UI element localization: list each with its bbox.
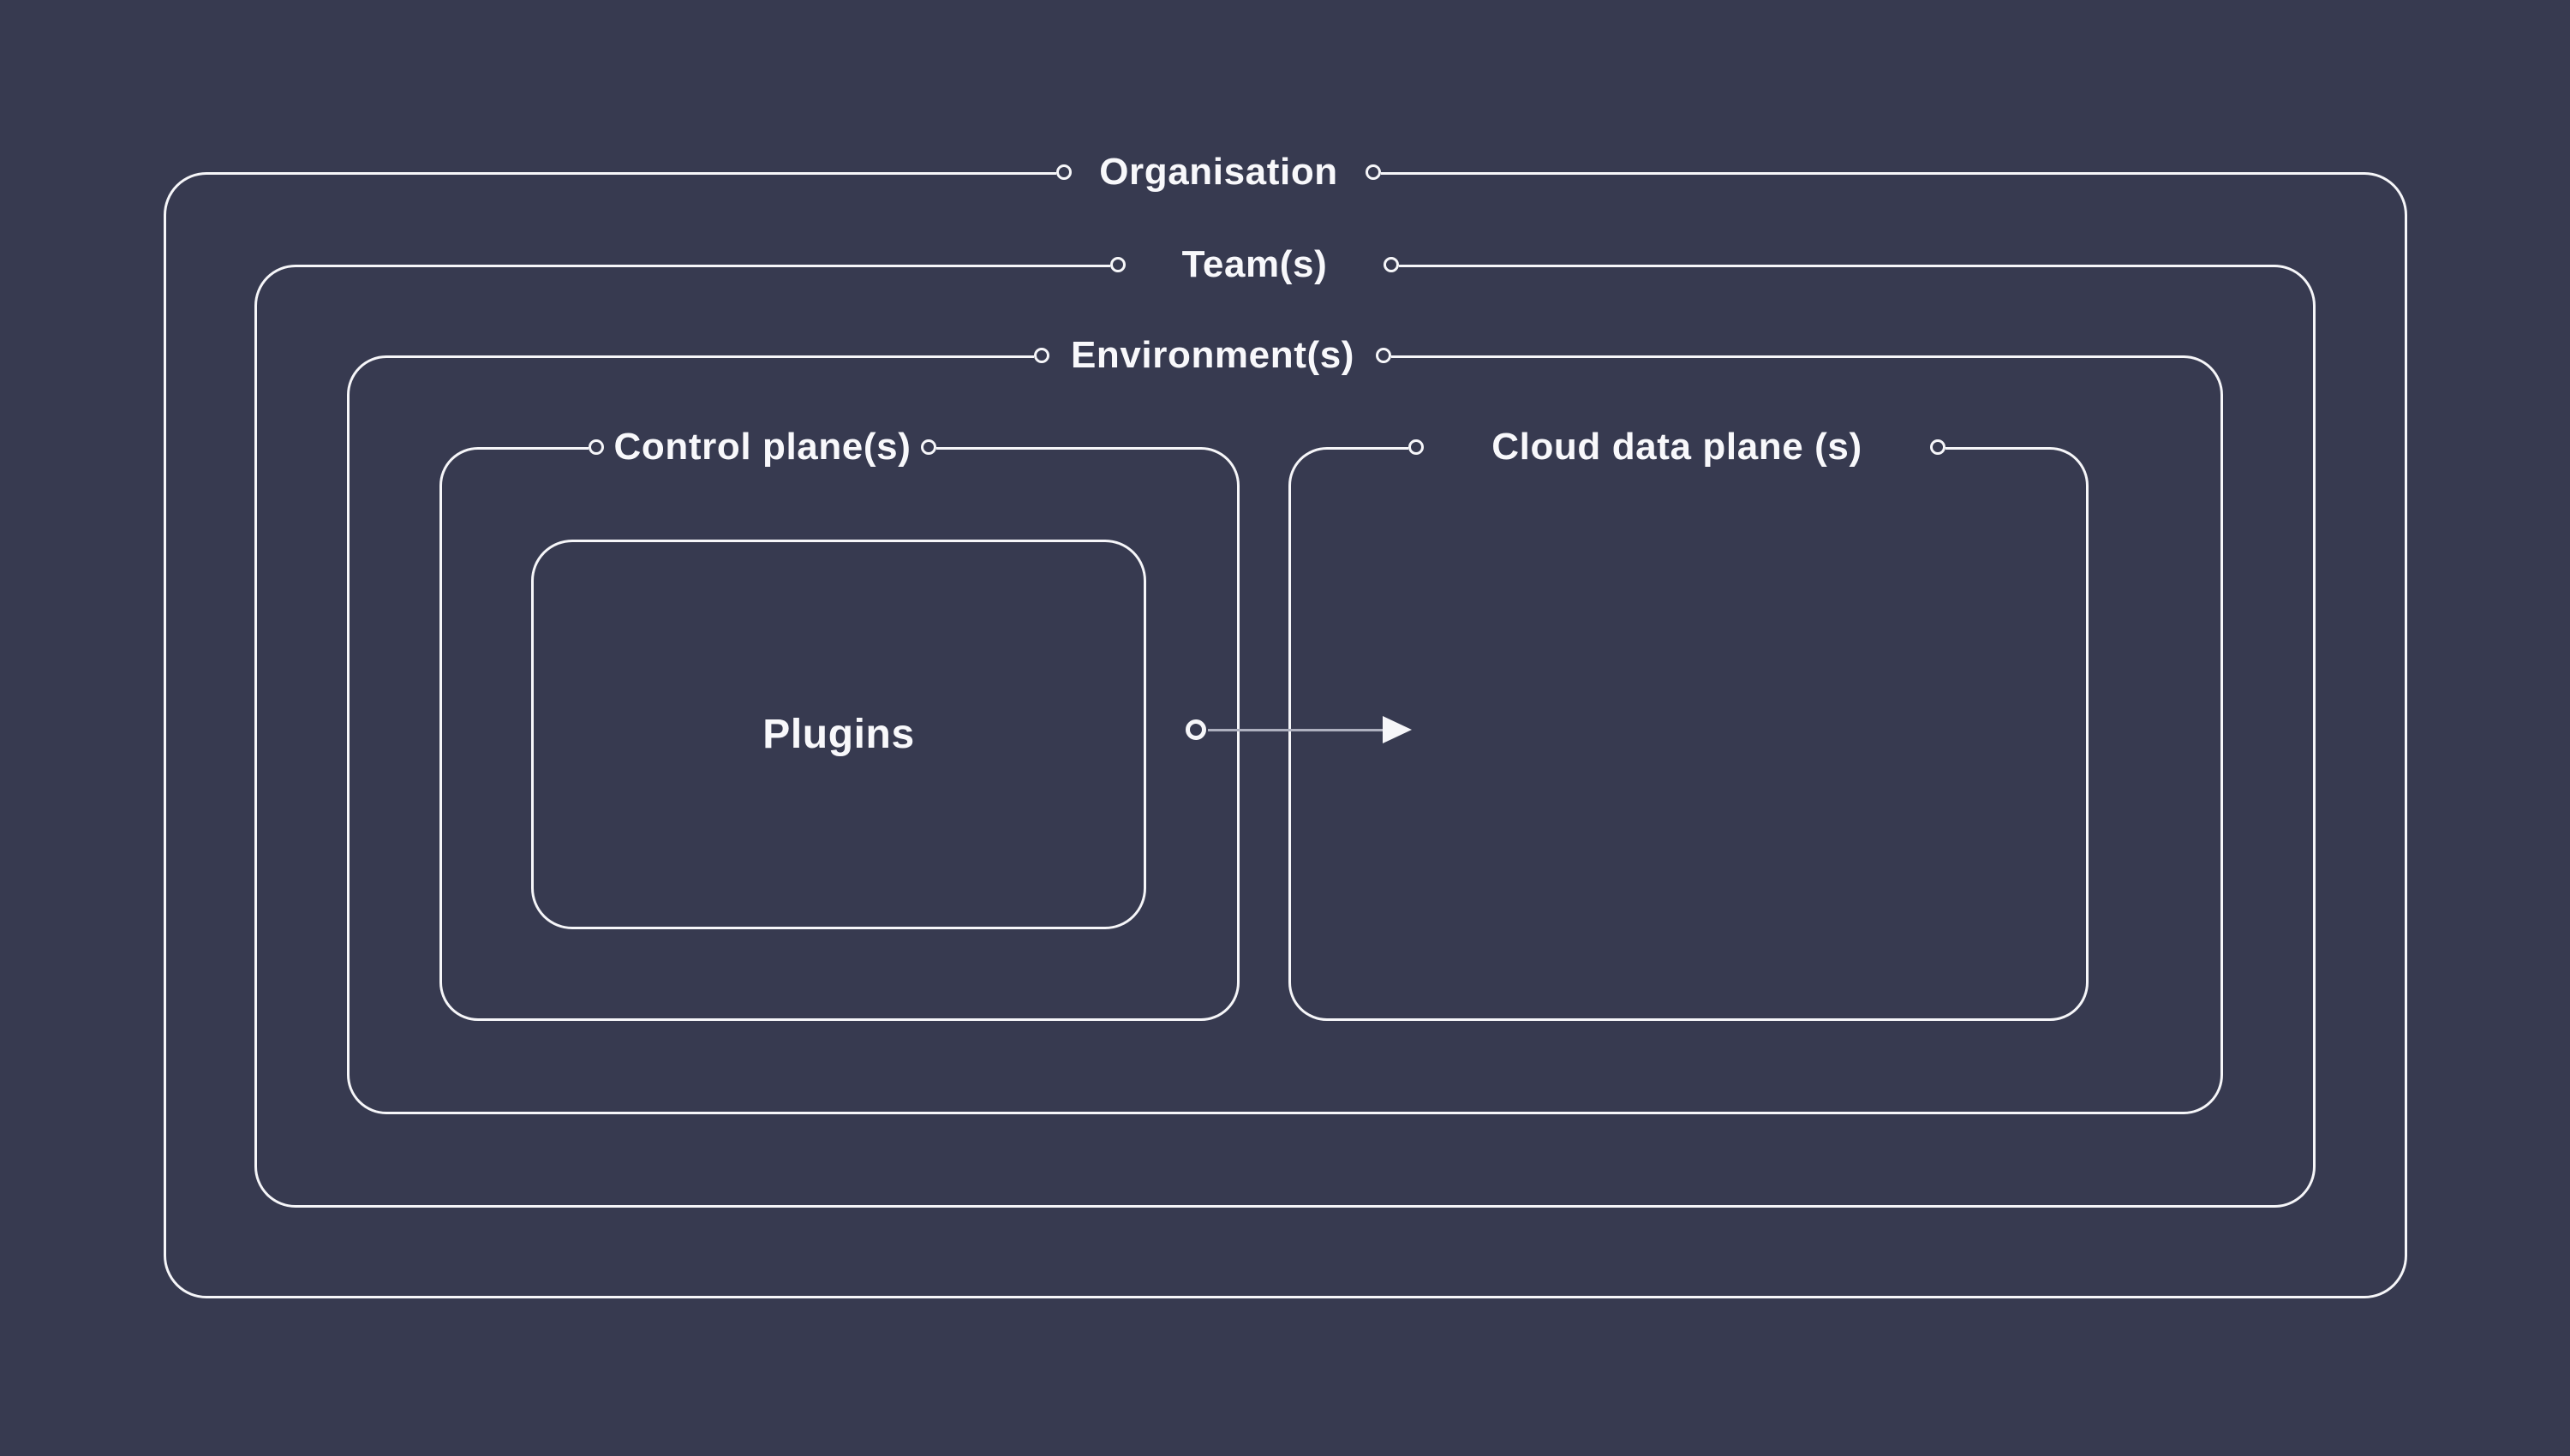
- arrow-start-circle: [1186, 719, 1206, 740]
- line-endpoint-circle: [1375, 348, 1391, 363]
- plugins-box: Plugins: [531, 540, 1146, 929]
- organisation-label: Organisation: [1056, 136, 1381, 208]
- plugins-label-text: Plugins: [762, 712, 915, 757]
- line-endpoint-circle: [1929, 439, 1945, 455]
- line-endpoint-circle: [1110, 257, 1126, 272]
- plugins-to-cloud-arrow: [1186, 709, 1412, 750]
- organisation-label-text: Organisation: [1099, 151, 1338, 193]
- teams-label-text: Team(s): [1181, 243, 1328, 285]
- arrow-head: [1383, 716, 1412, 743]
- line-endpoint-circle: [1408, 439, 1424, 455]
- arrow-line: [1208, 729, 1386, 731]
- control-plane-label: Control plane(s): [589, 411, 936, 483]
- environments-label-text: Environment(s): [1070, 334, 1355, 376]
- line-endpoint-circle: [1365, 164, 1381, 180]
- environments-label: Environment(s): [1034, 319, 1391, 391]
- line-endpoint-circle: [921, 439, 936, 455]
- line-endpoint-circle: [1056, 164, 1072, 180]
- cloud-data-plane-label: Cloud data plane (s): [1408, 411, 1945, 483]
- line-endpoint-circle: [1384, 257, 1399, 272]
- cloud-data-plane-label-text: Cloud data plane (s): [1491, 426, 1862, 468]
- control-plane-label-text: Control plane(s): [613, 426, 911, 468]
- teams-label: Team(s): [1110, 229, 1399, 301]
- line-endpoint-circle: [1034, 348, 1049, 363]
- line-endpoint-circle: [589, 439, 604, 455]
